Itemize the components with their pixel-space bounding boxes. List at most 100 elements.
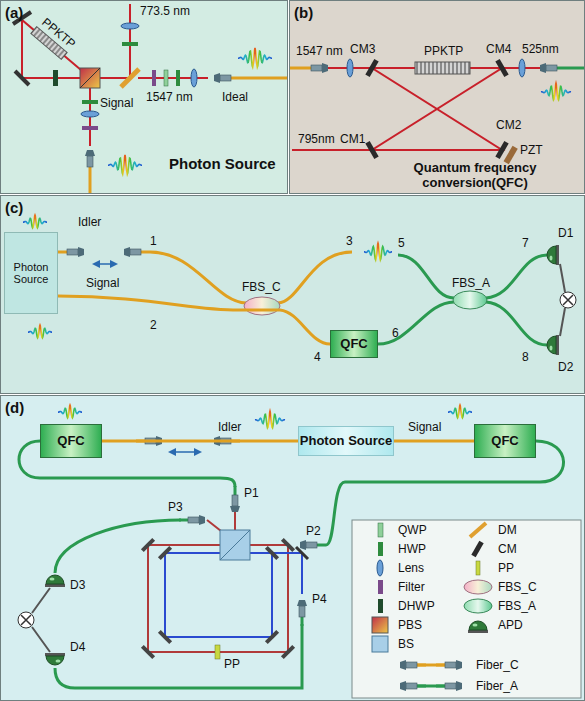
- part-label: PPKTP: [39, 15, 78, 51]
- part-label: P4: [312, 592, 327, 606]
- part-label: Idler: [218, 420, 241, 434]
- fiber-coupler: [400, 681, 426, 691]
- legend-box: [464, 599, 492, 613]
- fiber-coupler: [322, 63, 328, 73]
- fiber-coupler: [556, 67, 566, 70]
- fiber-coupler: [232, 495, 238, 506]
- cavity-mirror: [158, 630, 172, 644]
- part-label: P2: [306, 524, 321, 538]
- cavity-mirror: [281, 645, 295, 659]
- qfc-cavity: [495, 141, 508, 159]
- legend-box: [352, 520, 581, 698]
- legend-box: [378, 523, 383, 537]
- legend-text: CM: [498, 542, 517, 556]
- legend-box: [471, 541, 483, 557]
- legend-text: DHWP: [398, 599, 435, 613]
- panel-grounds: [1, 396, 584, 700]
- cavity-mirror: [141, 645, 155, 659]
- wave-packet: [108, 155, 142, 174]
- fiber-coupler: [67, 249, 78, 255]
- qfc-cavity: [365, 141, 378, 159]
- legend-box: [352, 520, 581, 698]
- part-label: 7: [522, 236, 529, 250]
- fiber-coupler: [124, 247, 130, 257]
- legend-text: QWP: [398, 523, 427, 537]
- fiber-coupler: [78, 247, 84, 257]
- photon-source-optics: [122, 42, 138, 46]
- photon-source-optics: [89, 176, 92, 193]
- photon-source-optics: [13, 4, 287, 193]
- fiber-coupler: [445, 662, 456, 668]
- part-label: P3: [168, 500, 183, 514]
- qfc-cavity: [292, 149, 372, 151]
- part-label: P1: [244, 486, 259, 500]
- part-label: Idler: [78, 215, 101, 229]
- fiber-coupler: [540, 63, 546, 73]
- interferometer: [296, 547, 308, 559]
- photon-source-optics: [100, 4, 130, 78]
- panel-grounds: [1, 196, 584, 393]
- fiber-coupler: [199, 515, 205, 525]
- panel-letter: (b): [294, 4, 313, 21]
- interferometer: [32, 588, 50, 652]
- part-label: CM2: [496, 118, 521, 132]
- legend-text: BS: [398, 637, 414, 651]
- legend-text: APD: [498, 618, 523, 632]
- apd-detector: [473, 624, 478, 627]
- fiber-coupler: [302, 63, 328, 73]
- interferometer: [18, 612, 34, 628]
- fiber-coupler: [400, 660, 426, 670]
- cavity-mirror: [281, 538, 295, 552]
- fiber-coupler: [85, 150, 95, 176]
- interferometer: [170, 451, 200, 453]
- part-label: FBS_C: [242, 280, 281, 294]
- box-label: QFC: [57, 434, 84, 448]
- photon-source-optics: [191, 69, 197, 87]
- qfc-cavity: [519, 59, 525, 77]
- panel-letter: (a): [5, 4, 23, 21]
- legend-box: [377, 560, 383, 576]
- legend-box: [470, 523, 486, 537]
- wave-packet: [238, 48, 272, 67]
- qfc-cavity: [290, 59, 585, 164]
- fiber-coupler: [436, 681, 462, 691]
- fiber-coupler: [416, 685, 426, 688]
- interferometer: [220, 530, 250, 560]
- fiber-coupler: [306, 542, 317, 548]
- legend-text: FBS_A: [498, 599, 536, 613]
- box-label: QFC: [491, 434, 518, 448]
- fiber-coupler: [406, 683, 417, 689]
- part-label: CM3: [350, 42, 375, 56]
- apd-detector: [46, 656, 64, 665]
- fiber-coupler: [456, 660, 462, 670]
- part-label: 5: [398, 236, 405, 250]
- wave-packet: [255, 411, 285, 428]
- part-label: 1547 nm: [146, 90, 193, 104]
- part-label: 3: [346, 234, 353, 248]
- fiber-coupler: [436, 660, 462, 670]
- legend-box: [378, 599, 383, 613]
- part-label: D3: [70, 578, 85, 592]
- part-label: Signal: [100, 96, 133, 110]
- legend-text: HWP: [398, 542, 426, 556]
- cavity-mirror: [158, 546, 172, 560]
- hom-setup: [94, 263, 116, 265]
- panel-grounds: [290, 1, 584, 193]
- fiber-coupler: [234, 486, 237, 496]
- photon-source-optics: [15, 71, 29, 85]
- photon-source-optics: [121, 23, 139, 29]
- legend-text: DM: [498, 523, 517, 537]
- fiber-coupler: [400, 681, 406, 691]
- photon-source-optics: [82, 100, 98, 104]
- cavity-mirror: [265, 630, 279, 644]
- part-label: D1: [558, 226, 573, 240]
- part-label: Signal: [408, 420, 441, 434]
- fiber-coupler: [316, 544, 326, 547]
- photon-source-optics: [240, 77, 287, 80]
- legend-text: FBS_C: [498, 580, 537, 594]
- legend-text: Lens: [398, 561, 424, 575]
- fiber-coupler: [445, 683, 456, 689]
- apd-detector: [468, 621, 488, 633]
- fiber-coupler: [89, 166, 92, 176]
- hom-setup: [486, 302, 547, 345]
